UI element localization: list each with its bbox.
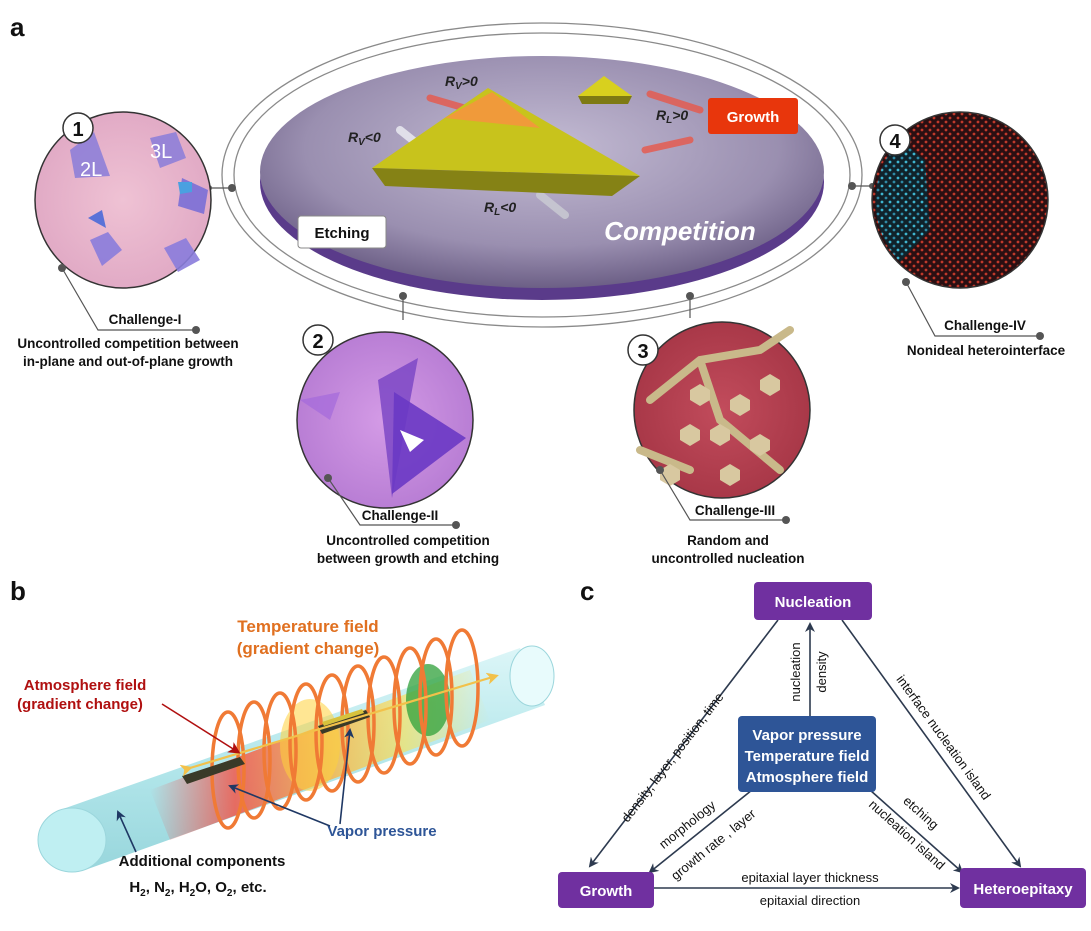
competition-label: Competition xyxy=(604,216,756,246)
svg-text:Vapor pressure: Vapor pressure xyxy=(752,727,861,744)
vapor-pressure-label: Vapor pressure xyxy=(327,823,436,840)
svg-text:RL<0: RL<0 xyxy=(484,199,516,218)
growth-tag: Growth xyxy=(708,98,798,134)
svg-text:RV<0: RV<0 xyxy=(348,129,381,148)
svg-text:Temperature field: Temperature field xyxy=(745,748,870,765)
challenge-2-desc-line2: between growth and etching xyxy=(317,551,499,566)
atmosphere-field-label-2: (gradient change) xyxy=(17,696,143,713)
svg-text:Atmosphere field: Atmosphere field xyxy=(746,769,869,786)
crystal-triangle-large xyxy=(372,88,640,196)
etching-tag: Etching xyxy=(297,215,387,249)
gas-list: H2, N2, H2O, O2, etc. xyxy=(129,879,266,899)
svg-text:Nucleation: Nucleation xyxy=(775,594,852,611)
node-center-fields: Vapor pressure Temperature field Atmosph… xyxy=(738,716,876,792)
panel-label-c: c xyxy=(580,576,594,606)
optical-image-1: 2L 3L xyxy=(34,111,212,289)
challenge-2-desc-line1: Uncontrolled competition xyxy=(326,533,490,548)
node-heteroepitaxy: Heteroepitaxy xyxy=(960,868,1086,908)
circle-number-4: 4 xyxy=(879,124,911,156)
panel-label-a: a xyxy=(10,12,25,42)
node-nucleation: Nucleation xyxy=(754,582,872,620)
challenge-2-title: Challenge-II xyxy=(362,508,439,523)
additional-arrow xyxy=(116,810,137,853)
edge-label-center-nuc: nucleation xyxy=(788,642,803,701)
challenge-4-title: Challenge-IV xyxy=(944,318,1026,333)
temperature-field-label-2: (gradient change) xyxy=(237,639,380,658)
svg-text:1: 1 xyxy=(72,119,83,141)
rate-label-rv-pos: RV>0 xyxy=(445,73,478,92)
challenge-4-desc-line1: Nonideal heterointerface xyxy=(907,343,1066,358)
rate-label-rl-neg: RL<0 xyxy=(484,199,516,218)
layer-label-2l: 2L xyxy=(80,159,102,181)
panel-label-b: b xyxy=(10,576,26,606)
svg-text:Etching: Etching xyxy=(315,225,370,242)
svg-text:Growth: Growth xyxy=(580,883,633,900)
svg-text:Heteroepitaxy: Heteroepitaxy xyxy=(973,881,1073,898)
rate-label-rv-neg: RV<0 xyxy=(348,129,381,148)
svg-text:RL>0: RL>0 xyxy=(656,107,688,126)
atomic-image-4 xyxy=(871,111,1049,289)
edge-label-nuc-hetero: interface nucleation island xyxy=(893,672,993,802)
challenge-leader-dots xyxy=(58,264,1044,529)
challenge-3-title: Challenge-III xyxy=(695,503,775,518)
svg-text:3: 3 xyxy=(637,341,648,363)
crystal-triangle-small xyxy=(578,76,632,104)
temperature-field-label-1: Temperature field xyxy=(237,617,378,636)
rate-label-rl-pos: RL>0 xyxy=(656,107,688,126)
atmosphere-arrow xyxy=(161,703,241,754)
additional-components-label: Additional components xyxy=(119,853,286,870)
challenge-3-desc-line2: uncontrolled nucleation xyxy=(651,551,804,566)
atmosphere-field-label-1: Atmosphere field xyxy=(24,677,147,694)
challenge-1-desc-line2: in-plane and out-of-plane growth xyxy=(23,354,233,369)
svg-text:2: 2 xyxy=(312,331,323,353)
challenge-leaders xyxy=(61,267,1040,526)
gradient-arrow xyxy=(179,672,499,777)
challenge-3-desc-line1: Random and xyxy=(687,533,769,548)
challenge-1-desc-line1: Uncontrolled competition between xyxy=(17,336,238,351)
node-growth: Growth xyxy=(558,872,654,908)
edge-label-layer-thickness: epitaxial layer thickness xyxy=(741,870,879,885)
optical-image-2 xyxy=(296,331,474,509)
circle-number-1: 1 xyxy=(62,112,94,144)
edge-label-epitaxial-direction: epitaxial direction xyxy=(760,893,860,908)
optical-image-3 xyxy=(633,321,811,499)
svg-text:Growth: Growth xyxy=(727,109,780,126)
edge-label-nuc-density: density xyxy=(814,651,829,693)
svg-text:RV>0: RV>0 xyxy=(445,73,478,92)
circle-number-2: 2 xyxy=(302,324,334,356)
challenge-1-title: Challenge-I xyxy=(109,312,182,327)
layer-label-3l: 3L xyxy=(150,141,172,163)
vapor-arrow-left xyxy=(228,784,331,827)
vapor-arrow-right xyxy=(339,728,355,825)
svg-text:4: 4 xyxy=(889,131,901,153)
diagram-edges xyxy=(588,619,1022,893)
circle-number-3: 3 xyxy=(627,334,659,366)
